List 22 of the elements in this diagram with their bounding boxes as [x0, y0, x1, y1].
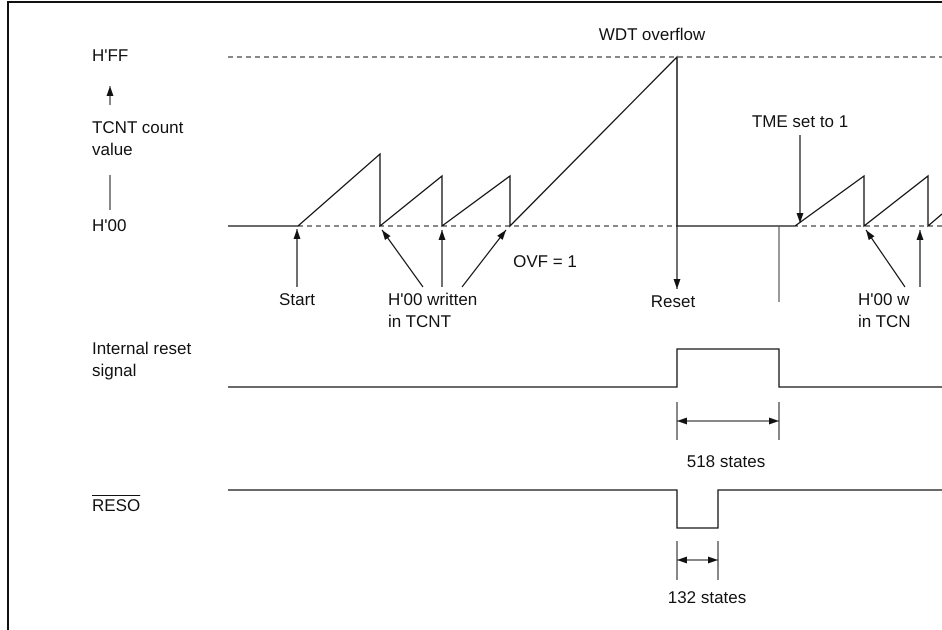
callout-label: Start — [279, 289, 315, 311]
signal-name: Internal reset signal — [92, 338, 192, 382]
dimension-label: 132 states — [668, 587, 746, 609]
leader-arrow — [796, 135, 804, 223]
callout-label: H'00 written in TCNT — [388, 289, 492, 333]
callout-label: TME set to 1 — [752, 111, 848, 133]
arrow — [674, 57, 680, 289]
callout-label: H'00 w in TCN — [858, 289, 922, 333]
leader-arrow — [382, 230, 424, 288]
leader-arrow — [294, 229, 300, 287]
axis-label: H'00 — [92, 215, 126, 237]
leader-arrow — [462, 230, 506, 288]
leader-arrow — [438, 230, 446, 287]
annotation-label: WDT overflow — [598, 24, 706, 46]
annotation-label: OVF = 1 — [513, 251, 577, 273]
dimension-label: 518 states — [686, 451, 766, 473]
callout-label: Reset — [650, 291, 696, 313]
axis-label: TCNT count value — [92, 117, 184, 161]
leader-arrow — [916, 230, 924, 287]
axis-label: H'FF — [92, 45, 128, 67]
leader-arrow — [866, 230, 906, 288]
signal-name: RESO — [92, 495, 140, 517]
